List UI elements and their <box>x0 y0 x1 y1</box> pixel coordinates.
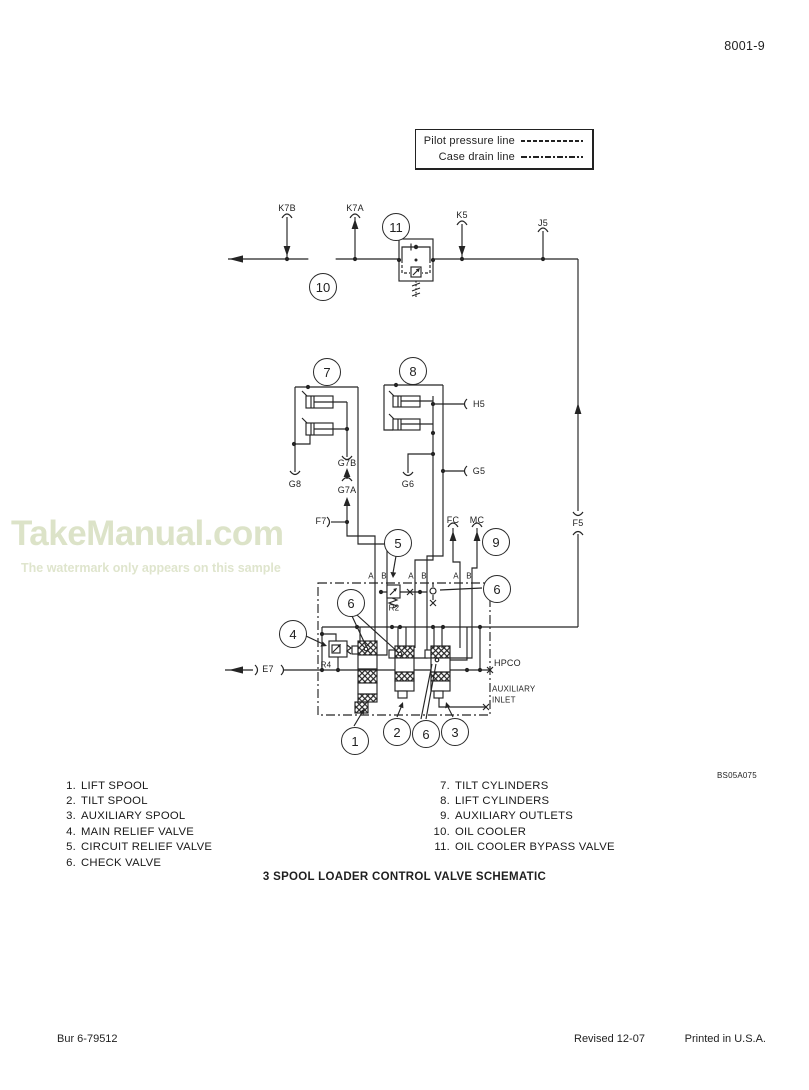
watermark-subtitle: The watermark only appears on this sampl… <box>21 561 281 575</box>
junction-dots <box>284 256 546 673</box>
callout-9-auxiliary-outlets: 9 <box>482 528 510 556</box>
port-label-f7: F7 <box>315 516 327 526</box>
key-item-1: 1.LIFT SPOOL <box>66 779 149 792</box>
callout-leaders <box>305 555 483 727</box>
key-list-right: 7.TILT CYLINDERS 8.LIFT CYLINDERS 9.AUXI… <box>426 778 615 855</box>
return-line-top <box>228 255 584 627</box>
circuit-relief-valve <box>381 584 427 609</box>
figure-title: 3 SPOOL LOADER CONTROL VALVE SCHEMATIC <box>262 871 547 883</box>
footer-revised-date: Revised 12-07 <box>574 1033 645 1045</box>
port-label-auxiliary: AUXILIARY <box>492 684 536 694</box>
port-label-k5: K5 <box>456 210 468 220</box>
work-port-label-b2: B <box>421 571 427 581</box>
legend-row-case-drain: Case drain line <box>420 151 583 163</box>
watermark-title: TakeManual.com <box>11 514 284 553</box>
key-item-10: 10.OIL COOLER <box>433 825 527 838</box>
auxiliary-outlet-lines <box>447 522 483 583</box>
inlet-line <box>225 664 494 676</box>
check-valve-symbol <box>429 583 437 607</box>
key-item-9: 9.AUXILIARY OUTLETS <box>440 810 574 823</box>
figure-code: BS05A075 <box>717 771 757 780</box>
pilot-pressure-line-sample <box>521 140 583 143</box>
callout-3-auxiliary-spool: 3 <box>441 718 469 746</box>
work-port-label-a2: A <box>408 571 414 581</box>
callout-1-lift-spool: 1 <box>341 727 369 755</box>
port-k7a <box>349 213 361 259</box>
oil-cooler-symbol <box>308 245 336 273</box>
callout-4-main-relief-valve: 4 <box>279 620 307 648</box>
callout-5-circuit-relief-valve: 5 <box>384 529 412 557</box>
pilot-pressure-line-label: Pilot pressure line <box>423 135 515 148</box>
callout-11-oil-cooler-bypass-valve: 11 <box>382 213 410 241</box>
port-label-f5: F5 <box>572 518 584 528</box>
port-label-k7b: K7B <box>278 203 296 213</box>
legend-row-pilot: Pilot pressure line <box>420 135 583 147</box>
key-item-2: 2.TILT SPOOL <box>66 795 148 808</box>
work-port-label-a1: A <box>368 571 374 581</box>
case-drain-line-sample <box>521 155 583 158</box>
lift-spool <box>351 640 378 714</box>
work-port-label-a3: A <box>453 571 459 581</box>
callout-10-oil-cooler: 10 <box>309 273 337 301</box>
port-k5 <box>456 220 468 259</box>
line-type-legend: Pilot pressure line Case drain line <box>415 129 594 170</box>
port-label-fc: FC <box>446 515 460 525</box>
port-label-hpco: HPCO <box>494 658 521 668</box>
port-k7b <box>281 213 293 259</box>
callout-2-tilt-spool: 2 <box>383 718 411 746</box>
port-label-g6: G6 <box>401 479 415 489</box>
port-label-g8: G8 <box>288 479 302 489</box>
footer-printed-in: Printed in U.S.A. <box>684 1033 766 1045</box>
callout-6-check-valve-right: 6 <box>483 575 511 603</box>
port-label-e7: E7 <box>262 664 274 674</box>
key-item-11: 11.OIL COOLER BYPASS VALVE <box>434 841 615 854</box>
key-item-3: 3.AUXILIARY SPOOL <box>66 810 186 823</box>
tilt-cylinders <box>289 386 388 583</box>
case-drain-line-label: Case drain line <box>438 150 515 163</box>
callout-6-check-valve-left: 6 <box>337 589 365 617</box>
port-label-j5: J5 <box>538 218 548 228</box>
key-item-6: 6.CHECK VALVE <box>66 856 162 869</box>
key-list-left: 1.LIFT SPOOL 2.TILT SPOOL 3.AUXILIARY SP… <box>56 778 212 870</box>
callout-7-tilt-cylinders: 7 <box>313 358 341 386</box>
key-item-8: 8.LIFT CYLINDERS <box>440 795 550 808</box>
pressure-gallery <box>322 626 578 670</box>
port-label-g7b: G7B <box>337 458 357 468</box>
work-port-label-b1: B <box>381 571 387 581</box>
key-item-5: 5.CIRCUIT RELIEF VALVE <box>66 841 213 854</box>
key-item-7: 7.TILT CYLINDERS <box>440 779 549 792</box>
valve-label-r2: R2 <box>388 603 400 613</box>
work-port-label-b3: B <box>466 571 472 581</box>
valve-label-r4: R4 <box>320 660 332 670</box>
port-j5 <box>537 227 549 259</box>
page-number: 8001-9 <box>724 39 765 53</box>
auxiliary-spool <box>424 645 451 699</box>
bypass-valve-symbol <box>398 238 434 297</box>
tilt-spool <box>388 645 415 699</box>
port-label-g5: G5 <box>472 466 486 476</box>
port-label-inlet: INLET <box>492 695 516 705</box>
footer-document-number: Bur 6-79512 <box>57 1033 118 1045</box>
port-label-k7a: K7A <box>346 203 364 213</box>
work-port-lines <box>374 583 473 659</box>
port-label-g7a: G7A <box>337 485 357 495</box>
port-label-mc: MC <box>469 515 485 525</box>
port-label-h5: H5 <box>473 399 485 409</box>
callout-6-check-valve-bottom: 6 <box>412 720 440 748</box>
key-item-4: 4.MAIN RELIEF VALVE <box>66 825 195 838</box>
callout-8-lift-cylinders: 8 <box>399 357 427 385</box>
